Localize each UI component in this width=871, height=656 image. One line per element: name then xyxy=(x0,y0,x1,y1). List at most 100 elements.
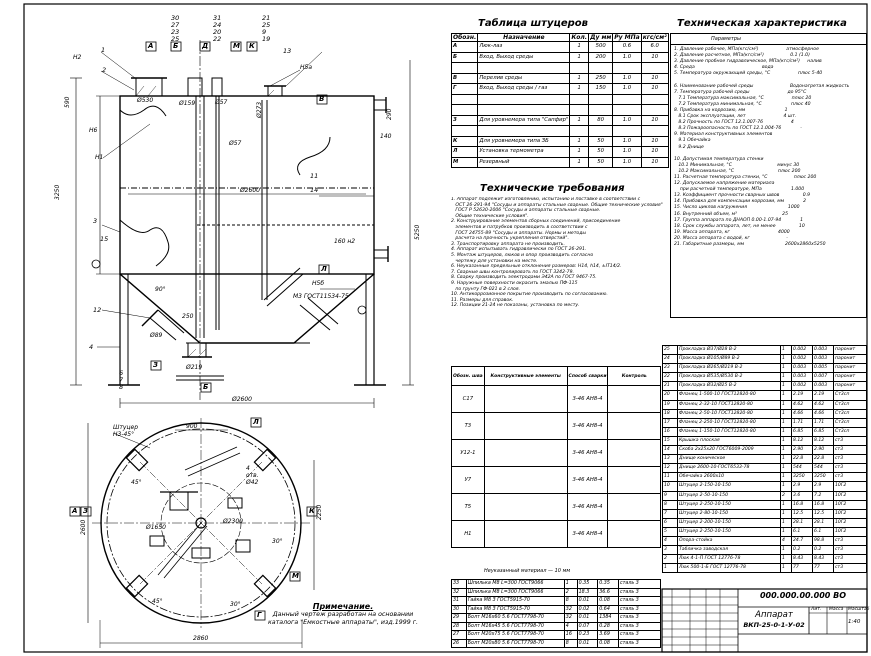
spec-bottom-cell: Гайка М8 З ГОСТ5915-70 xyxy=(465,596,565,606)
spec-right-cell: 4 xyxy=(780,535,792,547)
dim-250: 250 xyxy=(182,313,194,320)
shtutzer-cell xyxy=(450,104,479,116)
spec-right-cell: 10Г2 xyxy=(833,499,867,510)
shtutzer-cell: Г xyxy=(450,83,479,95)
spec-right-cell: 1 xyxy=(780,445,792,456)
spec-right-cell: 12 xyxy=(662,463,678,474)
shtutzer-cell: Л xyxy=(450,146,479,158)
plan-angle-30: 30° xyxy=(230,601,241,608)
plan-letter-z: З xyxy=(83,507,88,515)
spec-right-cell: 6.1 xyxy=(812,526,834,537)
pos-15: 15 xyxy=(100,235,109,243)
spec-right-cell: 8 xyxy=(662,499,678,510)
plan-dim-2600: 2600 xyxy=(80,519,87,535)
weld-cell: С17 xyxy=(451,385,485,413)
tech-char-title: Техническая характеристика xyxy=(677,18,847,29)
weld-col-1: Конструктивные элементы xyxy=(483,366,568,386)
dim-height-total: 5250 xyxy=(414,224,421,240)
spec-right-cell: 1 xyxy=(780,508,792,519)
angle-90: 90° xyxy=(155,286,166,293)
note-text: Данный чертеж разработан на основании ка… xyxy=(267,611,419,626)
dim-height-body: 3250 xyxy=(54,184,61,200)
spec-right-cell: Прокладка Ø37/Ø28 В-2 xyxy=(677,344,781,356)
letter-m: М xyxy=(233,42,240,50)
weld-cell xyxy=(483,466,568,494)
spec-right-cell: 8.12 xyxy=(812,435,834,447)
pos-3: 3 xyxy=(93,217,98,225)
spec-bottom-cell: 32 xyxy=(563,604,578,614)
spec-right-cell: 11 xyxy=(662,472,678,483)
weld-cell: 3-46 АН8-4 xyxy=(566,466,609,494)
letter-b: Б xyxy=(173,42,179,50)
spec-right-cell: 9 xyxy=(662,490,678,501)
spec-right-cell: Ст3сп xyxy=(833,417,867,428)
shtutzer-cell: 6.0 xyxy=(640,41,669,53)
shtutzer-cell xyxy=(612,93,642,105)
spec-right-cell: 2.9 xyxy=(791,481,813,492)
plan-letter-a: А xyxy=(72,507,78,515)
spec-right-cell: 1 xyxy=(780,363,792,374)
spec-bottom-cell: 0.35 xyxy=(597,579,619,589)
shtutzer-cell: В xyxy=(450,72,479,84)
spec-right-cell: 4.62 xyxy=(791,399,813,410)
shtutzer-table-title: Таблица штуцеров xyxy=(478,18,589,29)
spec-right-cell: 544 xyxy=(791,463,813,474)
spec-right-cell: 0.003 xyxy=(791,363,813,374)
shtutzer-cell xyxy=(612,125,642,137)
col-ru: Ру МПа xyxy=(612,33,642,42)
pos-9: 9 xyxy=(262,28,267,36)
spec-right-cell: Штуцер 2-150-10-150 xyxy=(677,481,781,492)
spec-right-cell: 0.002 xyxy=(791,381,813,392)
shtutzer-cell: 1 xyxy=(569,41,590,53)
shtutzer-cell: 1.0 xyxy=(612,51,642,63)
spec-right-cell: 1.71 xyxy=(812,417,834,428)
spec-right-cell: ст3 xyxy=(833,554,867,565)
label-n5a: Н5а xyxy=(300,64,313,71)
spec-right-cell: 4.62 xyxy=(812,399,834,410)
shtutzer-cell: 10 xyxy=(640,72,669,84)
spec-bottom-cell: 0.23 xyxy=(576,630,599,640)
pos-13: 13 xyxy=(283,47,292,55)
spec-bottom-cell: 0.07 xyxy=(576,621,599,631)
col-kol: Кол. xyxy=(569,33,590,42)
shtutzer-cell xyxy=(640,62,669,74)
pos-25b: 25 xyxy=(262,21,271,29)
spec-right-cell: 0.003 xyxy=(812,344,834,356)
shtutzer-cell: 10 xyxy=(640,83,669,95)
pos-22: 22 xyxy=(213,35,222,43)
shtutzer-cell: Установка термометра xyxy=(477,146,571,158)
spec-right-cell: 12.5 xyxy=(812,508,834,519)
plan-letter-k: К xyxy=(309,507,315,515)
spec-right-cell: 1 xyxy=(780,344,792,356)
spec-bottom-cell: Болт М16х60 5.6 ГОСТ7798-70 xyxy=(465,613,565,623)
weld-table-header: Обозн. шва Конструктивные элементы Спосо… xyxy=(451,366,661,386)
spec-bottom-cell: 1384 xyxy=(597,613,619,623)
spec-right-cell: 17 xyxy=(662,417,678,428)
spec-bottom-cell: 0.01 xyxy=(576,613,599,623)
spec-right-cell: 1 xyxy=(780,454,792,465)
front-view-hatching xyxy=(135,85,275,358)
spec-bottom-cell: сталь 3 xyxy=(617,638,662,648)
title-col-lit: Лит. xyxy=(811,607,822,612)
spec-bottom-cell: 0.01 xyxy=(576,638,599,648)
spec-right-cell: Фланец 2-32-10 ГОСТ12820-80 xyxy=(677,399,781,410)
spec-right-cell: 1 xyxy=(780,354,792,365)
spec-bottom-cell: сталь 3 xyxy=(617,621,662,631)
letter-b-bottom: Б xyxy=(203,383,209,391)
shtutzer-cell: 1.0 xyxy=(612,146,642,158)
spec-right-cell: 1 xyxy=(780,545,792,556)
shtutzer-cell: Б xyxy=(450,51,479,63)
weld-cell xyxy=(483,439,568,467)
shtutzer-cell: 50 xyxy=(588,135,614,147)
plan-angle-45b: 45° xyxy=(152,598,163,605)
